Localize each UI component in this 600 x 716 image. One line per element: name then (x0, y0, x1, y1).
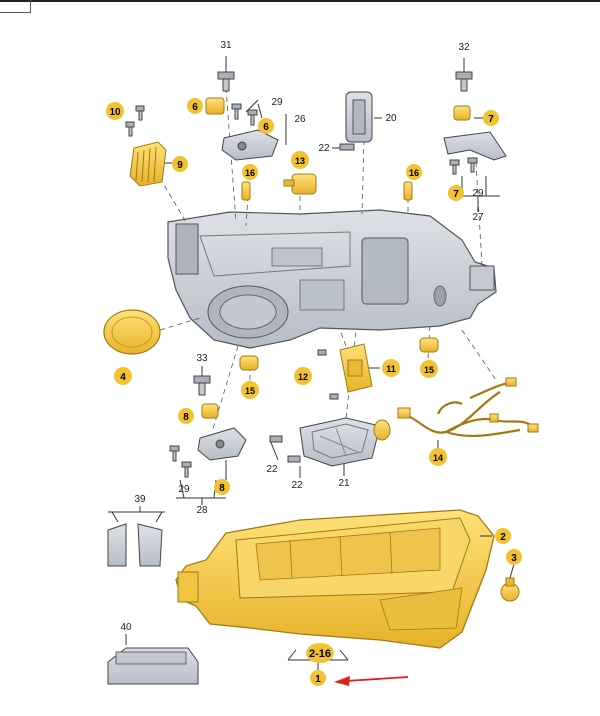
part-16-plug-left (241, 181, 251, 201)
label-39: 39 (134, 494, 146, 505)
part-9-heatsink (129, 141, 167, 187)
label-26: 26 (294, 114, 306, 125)
svg-text:16: 16 (245, 168, 255, 178)
bubble-15a (241, 381, 259, 399)
bubble-7a (483, 110, 499, 126)
svg-text:4: 4 (120, 372, 126, 383)
label-22a: 22 (318, 143, 330, 154)
label-33: 33 (196, 353, 208, 364)
part-39-covers (107, 523, 163, 567)
bubble-15b (420, 360, 438, 378)
part-10-screws (125, 105, 145, 137)
part-8-nut (201, 403, 219, 419)
part-22-screw (339, 143, 355, 151)
bubble-6b (258, 118, 274, 134)
svg-text:15: 15 (245, 386, 255, 396)
part-22-screw-a (269, 435, 283, 443)
part-7-nut (453, 105, 471, 121)
svg-text:10: 10 (109, 107, 121, 118)
svg-text:9: 9 (177, 160, 183, 171)
part-26-bracket (221, 129, 279, 161)
svg-text:3: 3 (511, 553, 517, 564)
top-border (0, 0, 600, 2)
svg-text:12: 12 (298, 372, 308, 382)
leader-lines (108, 56, 515, 670)
callout-bubbles: 6 6 10 9 16 13 16 7 7 4 8 15 15 12 11 14… (106, 98, 522, 686)
bubble-9 (172, 156, 188, 172)
front-headlight-housing (175, 509, 495, 649)
svg-text:13: 13 (295, 156, 305, 166)
red-arrow-icon (334, 676, 409, 686)
bubble-range (306, 643, 334, 663)
svg-text:14: 14 (433, 453, 443, 463)
svg-text:15: 15 (424, 365, 434, 375)
bubble-12 (294, 367, 312, 385)
label-29a: 29 (271, 97, 283, 108)
bubble-7b (448, 185, 464, 201)
bubble-14 (429, 448, 447, 466)
label-40: 40 (120, 622, 132, 633)
label-29c: 29 (178, 484, 190, 495)
svg-text:6: 6 (192, 102, 198, 113)
part-33-screw (193, 375, 211, 396)
bubble-6a (187, 98, 203, 114)
part-22-screw-b (287, 455, 301, 463)
part-15-nut-right (419, 337, 439, 353)
part-16-plug-right (403, 181, 413, 201)
svg-text:2: 2 (500, 532, 506, 543)
rear-housing (167, 209, 497, 349)
label-31: 31 (220, 40, 232, 51)
label-22b: 22 (266, 464, 278, 475)
bubble-10 (106, 102, 124, 120)
svg-text:8: 8 (219, 483, 225, 494)
svg-text:6: 6 (263, 122, 269, 133)
part-32-screw (455, 71, 473, 92)
part-29-screws-lower (169, 445, 192, 478)
part-6-nut (205, 97, 225, 115)
svg-text:7: 7 (488, 114, 494, 125)
bubble-2 (495, 528, 511, 544)
bubble-8b (214, 479, 230, 495)
label-22c: 22 (291, 480, 303, 491)
svg-text:16: 16 (409, 168, 419, 178)
label-27: 27 (472, 212, 484, 223)
bubble-1 (310, 670, 326, 686)
bubble-13 (291, 151, 309, 169)
part-11-module (339, 343, 373, 393)
part-27-bracket (443, 131, 507, 161)
part-29-screws (231, 103, 258, 126)
part-40-box (107, 647, 199, 685)
bubble-4 (114, 367, 132, 385)
part-20-cover (345, 91, 373, 143)
label-32: 32 (458, 42, 470, 53)
part-14-wiring-harness (403, 380, 533, 438)
part-13-actuator (283, 173, 317, 195)
label-20: 20 (385, 113, 397, 124)
plain-labels: 31 32 29 26 20 22 29 27 33 29 28 22 22 2… (120, 40, 484, 633)
part-21-control-unit (299, 417, 391, 467)
bubble-11 (382, 359, 400, 377)
svg-text:7: 7 (453, 189, 459, 200)
bubble-16b (406, 164, 422, 180)
bubble-3 (506, 549, 522, 565)
label-28: 28 (196, 505, 208, 516)
part-31-screw (217, 71, 235, 92)
svg-text:2-16: 2-16 (309, 648, 331, 660)
part-12-screws (317, 349, 339, 400)
svg-text:8: 8 (183, 412, 189, 423)
harness-connectors (397, 377, 539, 433)
corner-mark (0, 0, 31, 13)
bubble-8a (178, 408, 194, 424)
part-15-nut-left (239, 355, 259, 371)
label-29b: 29 (472, 188, 484, 199)
svg-text:1: 1 (315, 674, 321, 685)
label-21: 21 (338, 478, 350, 489)
part-3-bulb (500, 577, 520, 602)
part-28-bracket (197, 427, 247, 461)
part-29-screws-right (449, 157, 478, 175)
bubble-16a (242, 164, 258, 180)
svg-text:11: 11 (386, 364, 396, 374)
